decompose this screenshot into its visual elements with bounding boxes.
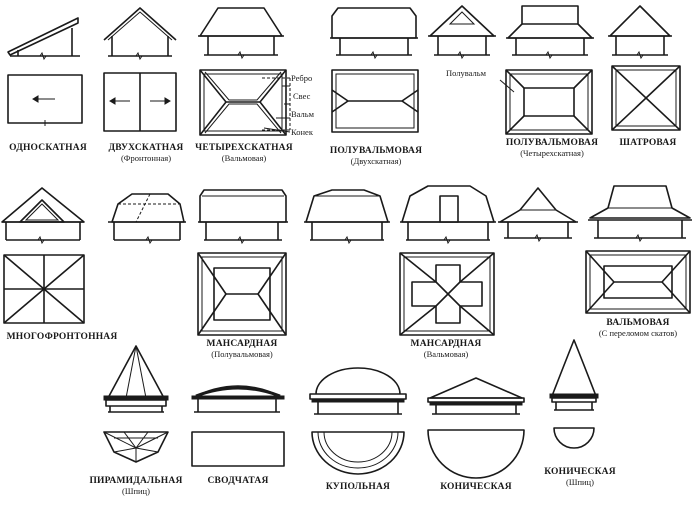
annotation-half-hip: Полувальм — [446, 68, 487, 78]
label-dome: КУПОЛЬНАЯ — [310, 482, 406, 493]
roof-name: МАНСАРДНАЯ — [410, 339, 482, 349]
label-vaulted: СВОДЧАТАЯ — [190, 476, 286, 487]
four-pitch-roof-plan — [199, 69, 291, 136]
conical-spire-roof-elevation — [549, 339, 599, 411]
roof-name: СВОДЧАТАЯ — [207, 476, 269, 486]
roof-subtitle: (С переломом скатов) — [598, 327, 678, 338]
roof-subtitle: (Полувальмовая) — [211, 348, 273, 359]
dome-roof-elevation — [309, 367, 407, 415]
hip-roof-small-elevation — [428, 5, 496, 60]
mansard-elevation-with-dormer — [108, 193, 186, 245]
roof-name: КОНИЧЕСКАЯ — [544, 467, 616, 477]
conical-spire-roof-plan — [553, 427, 595, 449]
mansard-half-hip-roof-elevation — [198, 189, 288, 245]
label-conical-spire: КОНИЧЕСКАЯ (Шпиц) — [530, 467, 630, 488]
roof-name: ШАТРОВАЯ — [619, 138, 677, 148]
roof-subtitle: (Шпиц) — [122, 485, 150, 496]
annotation-overhang: Свес — [293, 91, 311, 101]
hip-broken-roof-elevation — [588, 185, 692, 243]
tent-roof-plan — [611, 65, 681, 131]
roof-subtitle: (Четырехскатная) — [520, 147, 584, 158]
roof-name: КОНИЧЕСКАЯ — [440, 482, 512, 492]
roof-name: ОДНОСКАТНАЯ — [9, 143, 87, 153]
multi-gable-roof-plan — [3, 254, 85, 324]
single-pitch-roof-elevation — [7, 17, 80, 61]
label-mansard-hip: МАНСАРДНАЯ (Вальмовая) — [392, 339, 500, 360]
label-half-hip: ПОЛУВАЛЬМОВАЯ (Двухскатная) — [318, 146, 434, 167]
roof-name: ПОЛУВАЛЬМОВАЯ — [329, 146, 423, 156]
label-single-pitch: ОДНОСКАТНАЯ — [2, 143, 94, 154]
roof-name: МАНСАРДНАЯ — [206, 339, 278, 349]
conical-roof-elevation — [427, 377, 525, 415]
roof-name: МНОГОФРОНТОННАЯ — [6, 332, 118, 342]
roof-subtitle: (Вальмовая) — [423, 348, 469, 359]
gable-roof-plan — [103, 72, 177, 132]
single-pitch-roof-plan — [7, 74, 83, 126]
label-hip-broken: ВАЛЬМОВАЯ (С переломом скатов) — [584, 318, 692, 339]
label-multi-gable: МНОГОФРОНТОННАЯ — [0, 332, 124, 343]
pyramidal-spire-roof-plan — [103, 431, 169, 463]
tent-roof-elevation — [608, 5, 672, 60]
annotation-ridge: Конек — [291, 127, 313, 137]
roof-name: ЧЕТЫРЕХСКАТНАЯ — [195, 143, 293, 153]
label-tent: ШАТРОВАЯ — [606, 138, 690, 149]
half-hip-roof-elevation — [330, 7, 418, 60]
label-conical: КОНИЧЕСКАЯ — [428, 482, 524, 493]
annotation-rib: Ребро — [291, 73, 313, 83]
roof-name: ПИРАМИДАЛЬНАЯ — [89, 476, 183, 486]
half-hip-four-roof-elevation — [506, 5, 594, 60]
roof-name: ПОЛУВАЛЬМОВАЯ — [505, 138, 599, 148]
tent-roof-small-elevation — [498, 187, 578, 243]
multi-gable-roof-elevation — [1, 187, 85, 245]
pyramidal-spire-roof-elevation — [103, 345, 169, 413]
four-pitch-roof-elevation — [198, 7, 284, 60]
label-four-pitch: ЧЕТЫРЕХСКАТНАЯ (Вальмовая) — [186, 143, 302, 164]
vaulted-roof-plan — [191, 431, 285, 467]
annotation-hip: Вальм — [291, 109, 315, 119]
roof-subtitle: (Двухскатная) — [350, 155, 402, 166]
roof-subtitle: (Вальмовая) — [221, 152, 267, 163]
mansard-half-hip-roof-plan — [197, 252, 287, 336]
roof-name: ВАЛЬМОВАЯ — [606, 318, 670, 328]
roof-name: КУПОЛЬНАЯ — [325, 482, 391, 492]
roof-subtitle: (Фронтонная) — [120, 152, 172, 163]
gable-roof-elevation — [103, 7, 177, 61]
half-hip-roof-plan — [331, 69, 419, 133]
roof-subtitle: (Шпиц) — [566, 476, 594, 487]
label-pyramidal: ПИРАМИДАЛЬНАЯ (Шпиц) — [82, 476, 190, 497]
label-half-hip-four: ПОЛУВАЛЬМОВАЯ (Четырехскатная) — [494, 138, 610, 159]
mansard-elevation — [304, 189, 390, 245]
roof-name: ДВУХСКАТНАЯ — [108, 143, 184, 153]
dome-roof-plan — [311, 431, 405, 475]
label-gable: ДВУХСКАТНАЯ (Фронтонная) — [96, 143, 196, 164]
vaulted-roof-elevation — [191, 385, 285, 413]
mansard-hip-roof-plan — [399, 252, 495, 336]
hip-broken-roof-plan — [585, 250, 691, 314]
mansard-hip-roof-elevation — [400, 185, 496, 245]
conical-roof-plan — [427, 429, 525, 479]
label-mansard-half-hip: МАНСАРДНАЯ (Полувальмовая) — [188, 339, 296, 360]
half-hip-four-roof-plan — [499, 69, 593, 135]
